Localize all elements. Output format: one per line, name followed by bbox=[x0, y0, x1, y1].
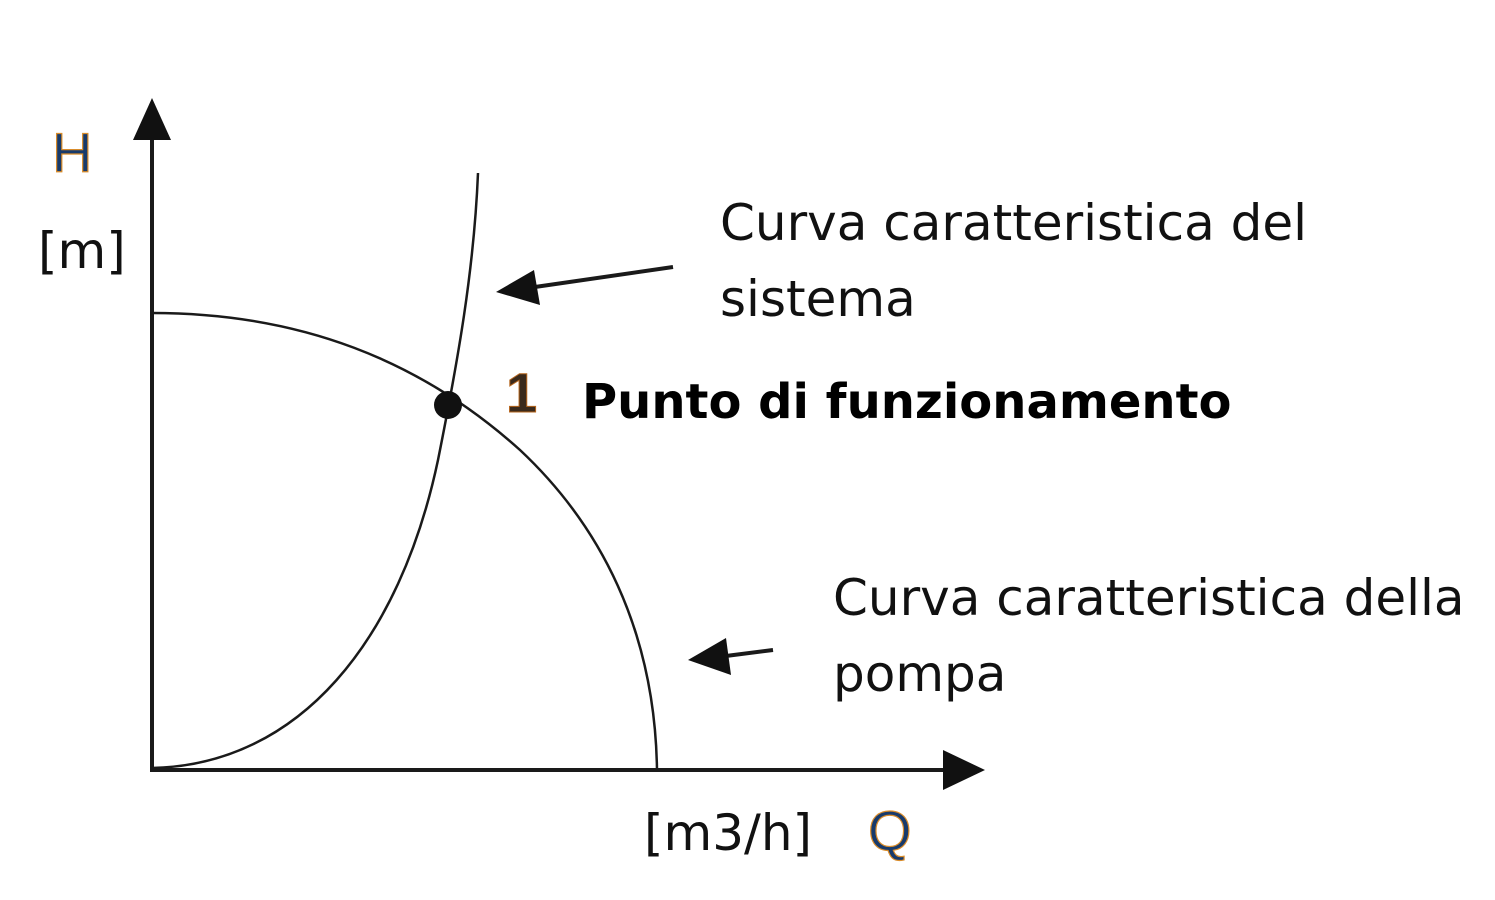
x-axis-unit: [m3/h] bbox=[644, 804, 812, 862]
system-curve-label-line2: sistema bbox=[720, 270, 916, 328]
operating-point-marker bbox=[434, 391, 462, 419]
y-axis-unit: [m] bbox=[38, 222, 126, 280]
system-curve-pointer-shaft bbox=[527, 265, 674, 290]
pump-curve bbox=[151, 311, 659, 771]
pump-curve-label-line1: Curva caratteristica della bbox=[833, 569, 1465, 627]
operating-point-number: 1 bbox=[506, 361, 537, 424]
pump-curve-pointer-head bbox=[688, 638, 731, 675]
system-curve-pointer-head bbox=[496, 270, 540, 305]
pump-curve-label-line2: pompa bbox=[833, 645, 1006, 703]
y-axis-arrowhead bbox=[133, 98, 171, 140]
system-curve bbox=[151, 172, 480, 770]
system-curve-label-line1: Curva caratteristica del bbox=[720, 194, 1307, 252]
x-axis-symbol: Q bbox=[868, 799, 912, 862]
operating-point-label: Punto di funzionamento bbox=[582, 374, 1232, 430]
y-axis-symbol: H bbox=[52, 121, 92, 184]
x-axis-arrowhead bbox=[943, 750, 985, 790]
